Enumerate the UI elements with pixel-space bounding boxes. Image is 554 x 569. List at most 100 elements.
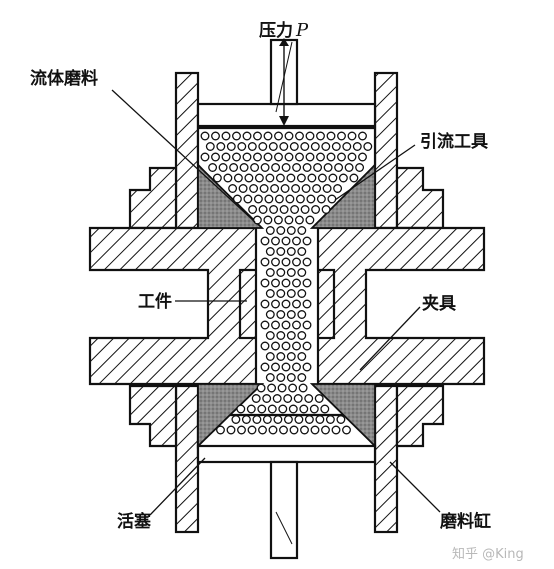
- abrasive-particle: [298, 383, 308, 393]
- abrasive-particle: [301, 184, 311, 193]
- abrasive-particle: [232, 194, 242, 204]
- abrasive-particle: [226, 142, 236, 151]
- abrasive-particle: [218, 163, 228, 172]
- leader-guide-tool: [334, 144, 416, 201]
- abrasive-particle: [286, 247, 296, 256]
- rod-break-line-lower: [275, 511, 293, 545]
- abrasive-particle: [312, 184, 322, 193]
- abrasive-particle: [326, 131, 336, 141]
- abrasive-particle: [352, 142, 362, 151]
- abrasive-particle: [260, 278, 270, 288]
- abrasive-particle: [305, 152, 315, 162]
- abrasive-particle: [304, 394, 314, 403]
- abrasive-particle: [281, 299, 291, 309]
- abrasive-particle: [337, 131, 346, 141]
- abrasive-particle: [331, 142, 341, 151]
- abrasive-particle: [273, 415, 283, 424]
- abrasive-particle: [322, 184, 332, 193]
- abrasive-particle: [295, 194, 305, 204]
- abrasive-particle: [358, 152, 367, 162]
- abrasive-particle: [286, 268, 296, 277]
- abrasive-particle: [336, 415, 346, 424]
- guide-tool-lower-right: [309, 383, 376, 449]
- abrasive-particle: [363, 142, 373, 151]
- abrasive-particle: [231, 415, 241, 424]
- abrasive-particle: [349, 173, 359, 183]
- abrasive-particle: [281, 341, 291, 351]
- abrasive-particle: [248, 205, 258, 214]
- abrasive-particle: [292, 320, 301, 330]
- abrasive-particle: [292, 362, 301, 372]
- abrasive-particle: [316, 131, 325, 141]
- cylinder-lower-left-wall: [174, 384, 200, 534]
- abrasive-particle: [283, 415, 293, 424]
- abrasive-particle: [223, 173, 233, 183]
- abrasive-particle: [271, 341, 280, 351]
- abrasive-particle: [302, 236, 312, 246]
- leader-lines: [111, 89, 441, 516]
- abrasive-particle: [221, 131, 231, 141]
- abrasive-particle: [262, 394, 272, 403]
- abrasive-particle: [337, 152, 346, 162]
- abrasive-particle: [307, 173, 317, 183]
- abrasive-particle: [267, 404, 277, 414]
- abrasive-particle: [310, 142, 320, 151]
- abrasive-particle: [242, 152, 252, 162]
- abrasive-particle: [294, 415, 304, 424]
- abrasive-particle: [302, 299, 312, 309]
- abrasive-particle: [200, 131, 210, 141]
- abrasive-particle: [271, 278, 280, 288]
- abrasive-particle: [325, 415, 335, 424]
- leader-piston: [149, 457, 206, 516]
- piston-label: 活塞: [117, 511, 152, 532]
- abrasive-particle: [264, 194, 274, 204]
- abrasive-particle: [250, 163, 260, 172]
- abrasive-particle: [292, 257, 301, 267]
- abrasive-particle: [271, 299, 280, 309]
- abrasive-particle: [277, 383, 287, 393]
- abrasive-particle: [302, 320, 312, 330]
- abrasive-particle: [292, 299, 301, 309]
- abrasive-particle: [263, 152, 273, 162]
- abrasive-particle: [208, 163, 218, 172]
- abrasive-particle: [333, 184, 343, 193]
- abrasive-particle: [265, 310, 275, 319]
- abrasive-particle: [281, 257, 291, 267]
- leader-abrasive-cylinder: [389, 461, 441, 513]
- abrasive-particle: [304, 415, 314, 424]
- abrasive-particle: [344, 163, 354, 172]
- fixture-label: 夹具: [422, 293, 456, 314]
- abrasive-particle: [253, 152, 262, 162]
- abrasive-particle: [211, 131, 220, 141]
- abrasive-particle: [296, 173, 306, 183]
- abrasive-particle: [276, 331, 286, 340]
- abrasive-particle: [232, 131, 241, 141]
- abrasive-cylinder-label: 磨料缸: [440, 511, 491, 532]
- abrasive-particle: [232, 152, 241, 162]
- abrasive-particle: [286, 331, 296, 340]
- abrasive-particle: [297, 247, 307, 256]
- abrasive-particle: [260, 320, 270, 330]
- lower-piston: [196, 444, 377, 464]
- abrasive-particle: [212, 173, 222, 183]
- abrasive-particle: [286, 173, 296, 183]
- abrasive-particle: [271, 257, 280, 267]
- abrasive-particle: [249, 184, 259, 193]
- abrasive-particle: [260, 362, 270, 372]
- abrasive-particle: [252, 215, 262, 225]
- abrasive-particle: [280, 184, 290, 193]
- abrasive-particle: [265, 247, 275, 256]
- arrow-up-icon: [279, 38, 289, 46]
- abrasive-particle: [237, 425, 246, 435]
- abrasive-particle: [302, 257, 312, 267]
- abrasive-particle: [283, 394, 293, 403]
- abrasive-particle: [286, 373, 296, 382]
- abrasive-particle: [276, 373, 286, 382]
- abrasive-particle: [297, 352, 307, 361]
- abrasive-particle: [302, 163, 312, 172]
- abrasive-particle: [268, 425, 278, 435]
- cylinder-upper-right-wall: [373, 71, 399, 230]
- abrasive-cylinder: [174, 71, 399, 534]
- abrasive-particle: [244, 173, 254, 183]
- abrasive-particle: [284, 215, 294, 225]
